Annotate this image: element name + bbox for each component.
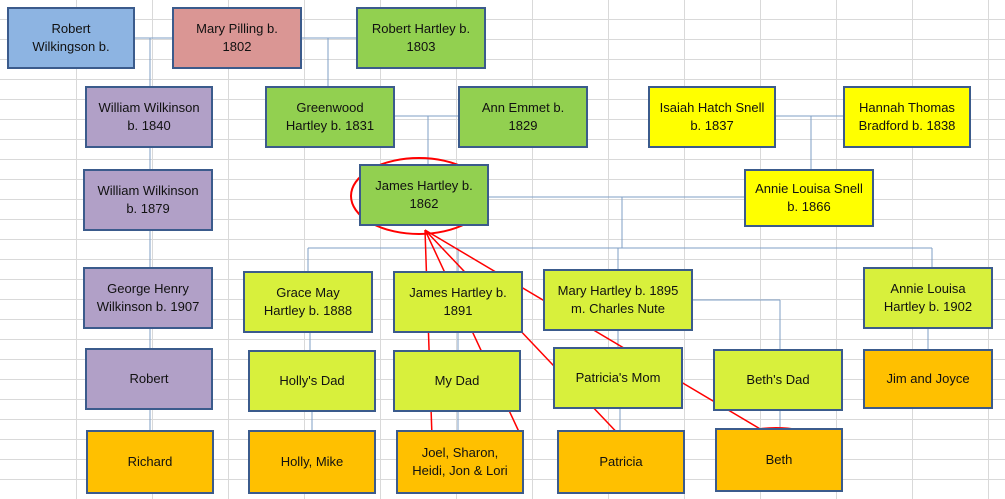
person-robert-hartley[interactable]: Robert Hartley b. 1803 <box>356 7 486 69</box>
person-hollys-dad[interactable]: Holly's Dad <box>248 350 376 412</box>
person-annie-louisa-snell[interactable]: Annie Louisa Snell b. 1866 <box>744 169 874 227</box>
person-james-hartley-1891[interactable]: James Hartley b. 1891 <box>393 271 523 333</box>
person-robert[interactable]: Robert <box>85 348 213 410</box>
person-greenwood-hartley[interactable]: Greenwood Hartley b. 1831 <box>265 86 395 148</box>
person-mary-hartley[interactable]: Mary Hartley b. 1895 m. Charles Nute <box>543 269 693 331</box>
person-william-wilkinson-1840[interactable]: William Wilkinson b. 1840 <box>85 86 213 148</box>
person-holly-mike[interactable]: Holly, Mike <box>248 430 376 494</box>
person-hannah-bradford[interactable]: Hannah Thomas Bradford b. 1838 <box>843 86 971 148</box>
person-george-henry-wilkinson[interactable]: George Henry Wilkinson b. 1907 <box>83 267 213 329</box>
person-isaiah-snell[interactable]: Isaiah Hatch Snell b. 1837 <box>648 86 776 148</box>
person-jim-and-joyce[interactable]: Jim and Joyce <box>863 349 993 409</box>
person-richard[interactable]: Richard <box>86 430 214 494</box>
person-robert-wilkingson[interactable]: Robert Wilkingson b. <box>7 7 135 69</box>
person-patricia[interactable]: Patricia <box>557 430 685 494</box>
person-grace-may-hartley[interactable]: Grace May Hartley b. 1888 <box>243 271 373 333</box>
person-beth[interactable]: Beth <box>715 428 843 492</box>
person-ann-emmet[interactable]: Ann Emmet b. 1829 <box>458 86 588 148</box>
person-my-dad[interactable]: My Dad <box>393 350 521 412</box>
person-joel-sharon-heidi-jon-lori[interactable]: Joel, Sharon, Heidi, Jon & Lori <box>396 430 524 494</box>
person-annie-louisa-hartley[interactable]: Annie Louisa Hartley b. 1902 <box>863 267 993 329</box>
person-james-hartley-1862[interactable]: James Hartley b. 1862 <box>359 164 489 226</box>
person-mary-pilling[interactable]: Mary Pilling b. 1802 <box>172 7 302 69</box>
person-patricias-mom[interactable]: Patricia's Mom <box>553 347 683 409</box>
person-beths-dad[interactable]: Beth's Dad <box>713 349 843 411</box>
person-william-wilkinson-1879[interactable]: William Wilkinson b. 1879 <box>83 169 213 231</box>
